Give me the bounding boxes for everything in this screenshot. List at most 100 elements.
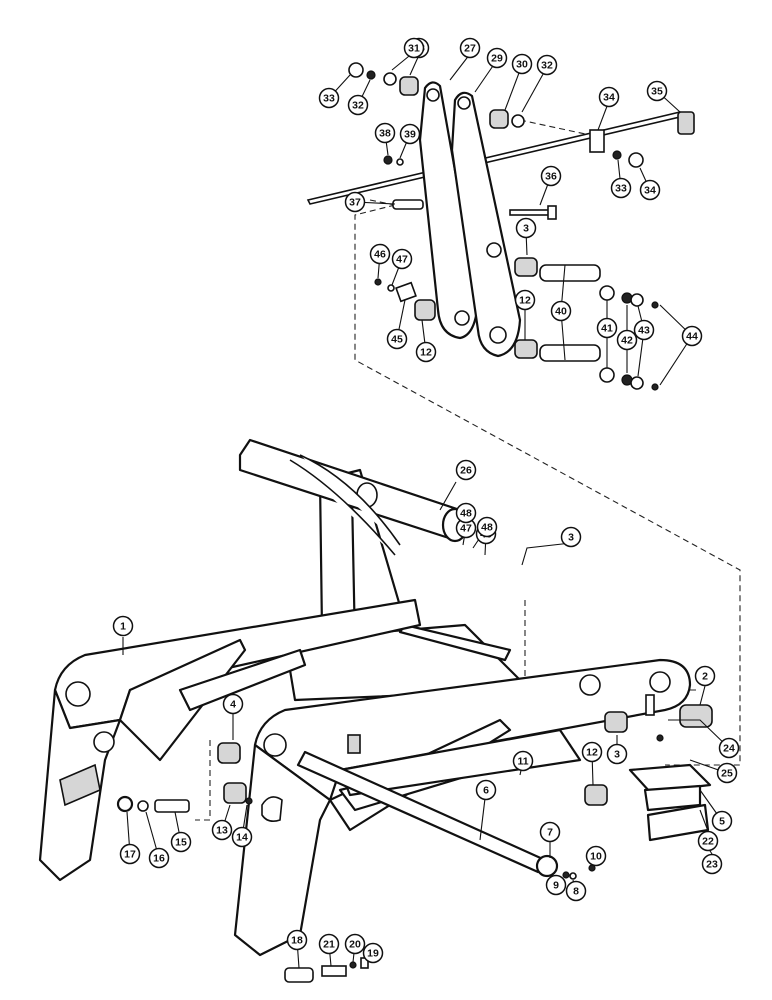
callout-3: 3 [515, 217, 537, 239]
callout-number: 6 [483, 785, 489, 797]
callout-number: 12 [420, 347, 432, 359]
callout-35: 35 [646, 80, 668, 102]
callout-6: 6 [475, 779, 497, 801]
arm-left [418, 81, 480, 340]
callout-number: 47 [396, 254, 408, 266]
callout-circle [362, 942, 384, 964]
callout-number: 12 [519, 295, 531, 307]
callout-30: 30 [511, 53, 533, 75]
callout-circle [344, 933, 366, 955]
callout-number: 43 [638, 325, 650, 337]
callout-1: 1 [112, 615, 134, 637]
callout-circle [318, 933, 340, 955]
callout-circle [616, 329, 638, 351]
callout-number: 21 [323, 939, 335, 951]
callout-number: 20 [349, 939, 361, 951]
callout-3: 3 [606, 743, 628, 765]
callout-circle [391, 248, 413, 270]
callout-number: 3 [568, 532, 574, 544]
callout-number: 44 [686, 331, 698, 343]
callout-circle [681, 325, 703, 347]
callout-number: 29 [491, 53, 503, 65]
callout-number: 41 [601, 323, 613, 335]
callout-number: 48 [460, 508, 472, 520]
callout-circle [486, 47, 508, 69]
callout-39: 39 [399, 123, 421, 145]
callout-circle [716, 762, 738, 784]
callout-number: 39 [404, 129, 416, 141]
callout-3: 3 [560, 526, 582, 548]
callout-number: 33 [615, 183, 627, 195]
callout-circle [646, 80, 668, 102]
callout-46: 46 [369, 243, 391, 265]
callout-circle [148, 847, 170, 869]
callout-48: 48 [455, 502, 477, 524]
callout-48: 48 [476, 516, 498, 538]
callout-9: 9 [545, 874, 567, 896]
callout-44: 44 [681, 325, 703, 347]
hose-1 [289, 459, 396, 556]
callout-circle [231, 826, 253, 848]
callout-number: 36 [545, 171, 557, 183]
hose-2 [299, 454, 401, 546]
shaft-washer [535, 854, 559, 878]
callout-circle [211, 819, 233, 841]
callout-40: 40 [550, 300, 572, 322]
callout-31: 31 [403, 37, 425, 59]
callout-number: 42 [621, 335, 633, 347]
callout-number: 31 [408, 43, 420, 55]
callout-number: 12 [586, 747, 598, 759]
callout-circle [347, 94, 369, 116]
callout-19: 19 [362, 942, 384, 964]
callout-circle [711, 810, 733, 832]
loader-frame [38, 438, 713, 983]
callout-circle [701, 853, 723, 875]
callout-number: 14 [236, 832, 248, 844]
callout-circle [560, 526, 582, 548]
callout-circle [540, 165, 562, 187]
callout-47: 47 [391, 248, 413, 270]
callout-number: 27 [464, 43, 476, 55]
callout-32: 32 [347, 94, 369, 116]
callout-23: 23 [701, 853, 723, 875]
upper-arm-assembly [306, 62, 695, 391]
callout-circle [386, 328, 408, 350]
callout-38: 38 [374, 122, 396, 144]
callout-number: 25 [721, 768, 733, 780]
callout-27: 27 [459, 37, 481, 59]
callout-37: 37 [344, 191, 366, 213]
callout-12: 12 [514, 289, 536, 311]
callout-circle [606, 743, 628, 765]
callout-12: 12 [415, 341, 437, 363]
callout-number: 22 [702, 836, 714, 848]
callout-circle [515, 217, 537, 239]
callout-2: 2 [694, 665, 716, 687]
callout-8: 8 [565, 880, 587, 902]
callout-number: 13 [216, 825, 228, 837]
callout-circle [344, 191, 366, 213]
callout-circle [403, 37, 425, 59]
callout-4: 4 [222, 693, 244, 715]
callout-circle [536, 54, 558, 76]
callout-11: 11 [512, 750, 534, 772]
callout-17: 17 [119, 843, 141, 865]
callout-43: 43 [633, 319, 655, 341]
callout-circle [585, 845, 607, 867]
callout-number: 5 [719, 816, 725, 828]
callout-number: 3 [614, 749, 620, 761]
callout-number: 34 [644, 185, 656, 197]
callout-circle [475, 779, 497, 801]
callout-circle [318, 87, 340, 109]
callout-number: 38 [379, 128, 391, 140]
callout-10: 10 [585, 845, 607, 867]
callout-number: 32 [352, 100, 364, 112]
callout-18: 18 [286, 929, 308, 951]
callout-number: 35 [651, 86, 663, 98]
callout-circle [374, 122, 396, 144]
callout-circle [455, 502, 477, 524]
callout-circle [596, 317, 618, 339]
callout-number: 11 [517, 756, 528, 768]
callout-number: 37 [349, 197, 361, 209]
rod-handle [677, 111, 695, 135]
callout-number: 33 [323, 93, 335, 105]
